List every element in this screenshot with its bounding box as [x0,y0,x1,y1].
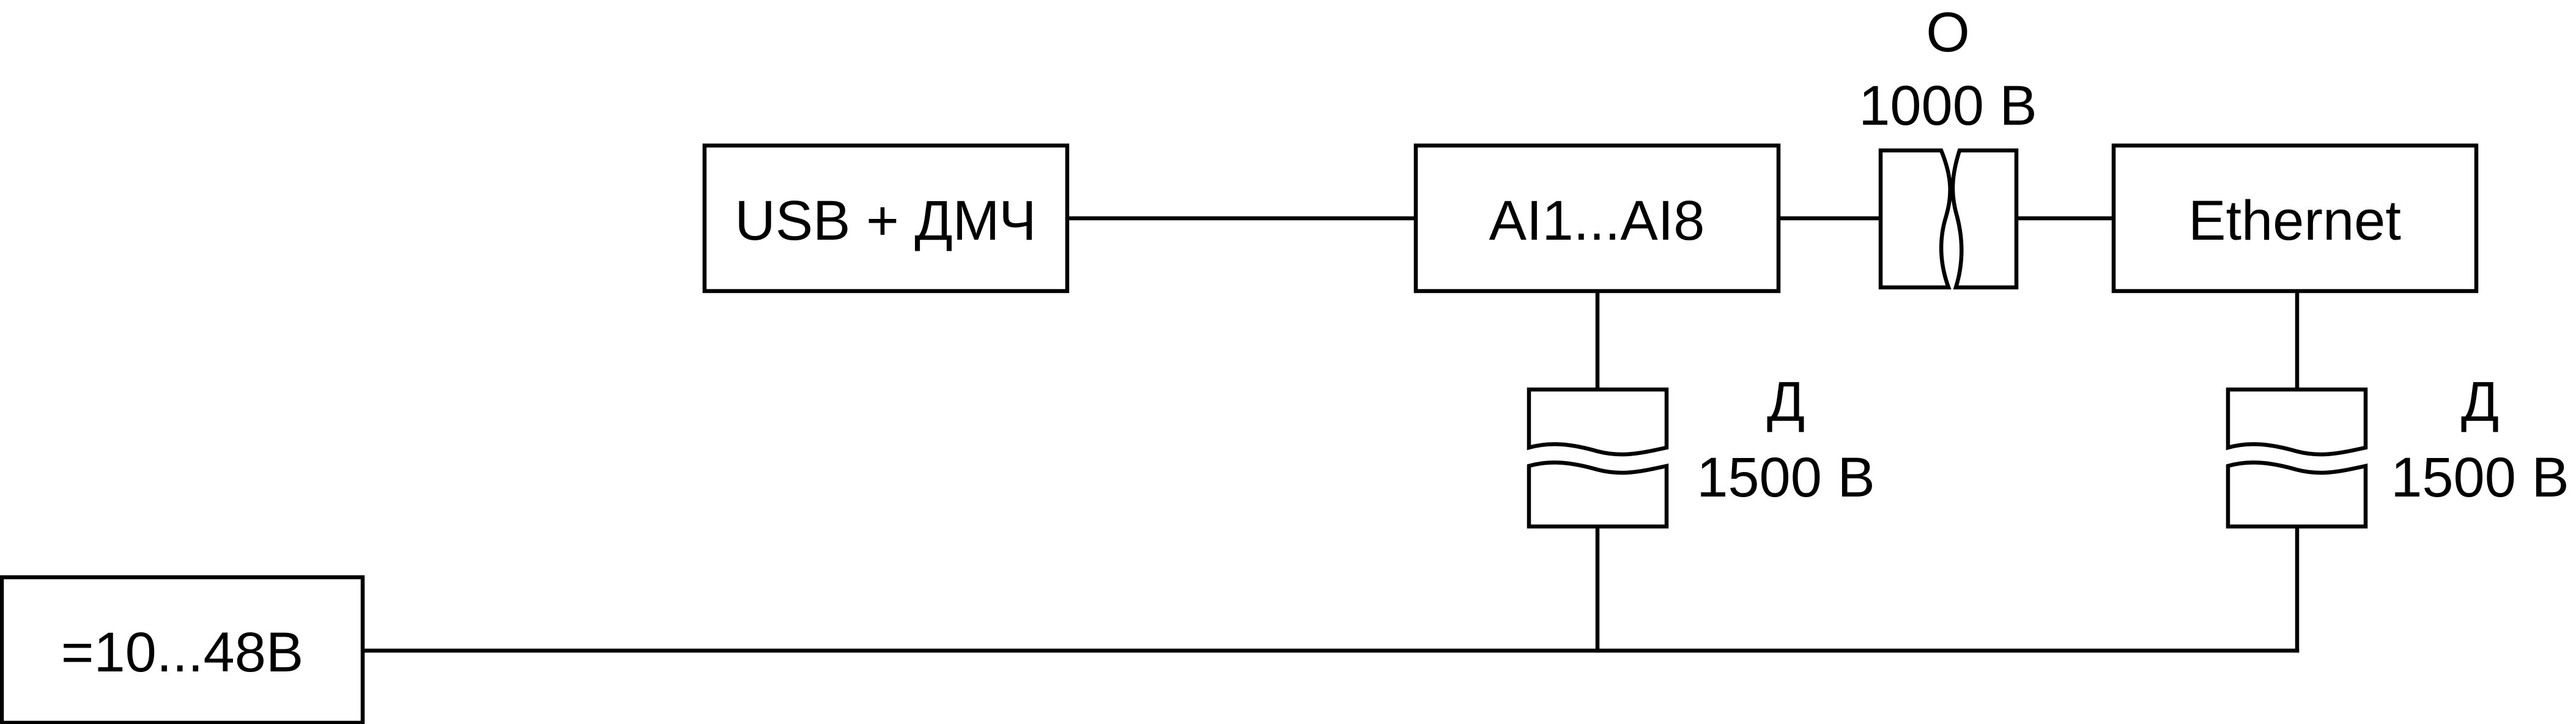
optical-isolation-voltage: 1000 В [1859,75,2037,137]
eth-isolation-top-half [2226,387,2368,457]
eth-isolation-bottom-half [2226,460,2368,529]
optical-isolation-left-half [1878,148,1952,290]
ai-isolation-type: Д [1767,371,1805,433]
ai-label: AI1...AI8 [1489,190,1705,252]
ai-isolation-top-half [1527,387,1669,457]
ethernet-label: Ethernet [2188,190,2401,252]
optical-isolation-barrier: О 1000 В [1859,1,2037,290]
ai-power-isolation-barrier: Д 1500 В [1527,371,1875,529]
ai-block: AI1...AI8 [1413,143,1781,294]
ai-isolation-bottom-half [1527,460,1669,529]
eth-isolation-type: Д [2461,371,2499,433]
ethernet-block: Ethernet [2111,143,2479,294]
power-supply-label: =10...48В [61,621,303,684]
usb-dmch-block: USB + ДМЧ [702,143,1070,294]
optical-isolation-type: О [1926,1,1970,64]
eth-power-isolation-barrier: Д 1500 В [2226,371,2569,529]
power-supply-block: =10...48В [0,575,365,724]
optical-isolation-right-half [1950,148,2019,290]
ai-isolation-voltage: 1500 В [1697,446,1875,509]
usb-dmch-label: USB + ДМЧ [735,190,1036,252]
eth-isolation-voltage: 1500 В [2391,446,2569,509]
